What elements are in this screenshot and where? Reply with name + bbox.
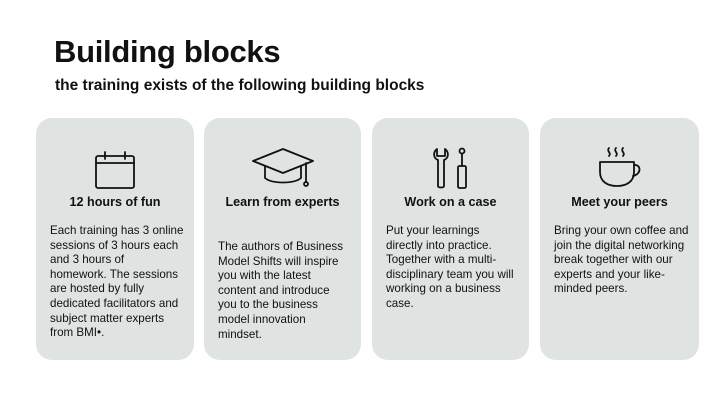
card-body: Each training has 3 online sessions of 3… (50, 224, 184, 340)
page-subtitle: the training exists of the following bui… (55, 77, 425, 94)
tools-icon (372, 144, 529, 190)
card-heading: Work on a case (404, 195, 497, 209)
card-heading: Learn from experts (225, 195, 340, 209)
card-learn-from-experts: Learn from experts The authors of Busine… (204, 118, 361, 360)
coffee-cup-icon (540, 144, 699, 190)
card-heading: 12 hours of fun (69, 195, 161, 209)
card-body: The authors of Business Model Shifts wil… (218, 240, 344, 341)
card-meet-your-peers: Meet your peers Bring your own coffee an… (540, 118, 699, 360)
building-blocks-cards: 12 hours of fun Each training has 3 onli… (36, 118, 699, 360)
card-heading: Meet your peers (571, 195, 668, 209)
card-work-on-a-case: Work on a case Put your learnings direct… (372, 118, 529, 360)
card-body: Put your learnings directly into practic… (386, 224, 514, 310)
card-body: Bring your own coffee and join the digit… (554, 224, 689, 296)
graduation-cap-icon (204, 144, 361, 190)
page-title: Building blocks (54, 34, 281, 69)
calendar-icon (36, 144, 194, 190)
card-12-hours-of-fun: 12 hours of fun Each training has 3 onli… (36, 118, 194, 360)
